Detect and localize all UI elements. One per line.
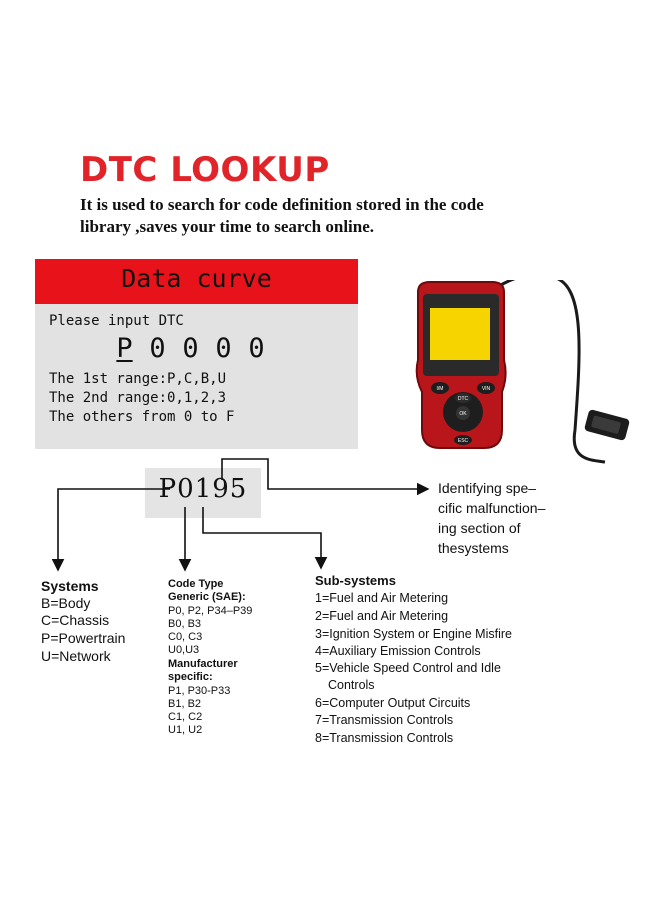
identifying-line: thesystems <box>438 540 509 556</box>
arrow-systems <box>51 488 170 572</box>
dtc-code: P0195 <box>158 474 248 504</box>
subsystems-item: 3=Ignition System or Engine Misfire <box>315 627 512 641</box>
svg-text:ESC: ESC <box>458 438 469 444</box>
dtc-char-cursor: P <box>116 333 133 364</box>
arrow-identifying <box>221 458 430 496</box>
page-title: DTC LOOKUP <box>80 150 330 190</box>
subsystems-title: Sub-systems <box>315 573 396 588</box>
manufacturer-title-line: Manufacturer <box>168 658 238 670</box>
arrow-subsystems <box>202 507 328 570</box>
dtc-prompt: Please input DTC <box>49 313 184 329</box>
identifying-line: cific malfunction– <box>438 500 546 516</box>
manufacturer-title: Manufacturer specific: <box>168 658 238 684</box>
systems-title: Systems <box>41 578 99 594</box>
screen-header-label: Data curve <box>121 264 272 293</box>
identifying-line: Identifying spe– <box>438 480 537 496</box>
code-type-item: C0, C3 <box>168 631 203 643</box>
obd-plug-icon <box>584 409 630 441</box>
systems-item: B=Body <box>41 595 91 611</box>
identifying-note: Identifying spe– cific malfunction– ing … <box>438 478 545 558</box>
screen-header-bar <box>35 259 358 304</box>
code-type-title: Code Type Generic (SAE): <box>168 578 246 604</box>
range-line-3: The others from 0 to F <box>49 409 235 425</box>
obd-scanner-device: I/M VIN DTC OK ESC <box>415 280 630 464</box>
subsystems-item: 1=Fuel and Air Metering <box>315 591 449 605</box>
manufacturer-item: B1, B2 <box>168 698 202 710</box>
subsystems-item: 2=Fuel and Air Metering <box>315 609 449 623</box>
dtc-char: 0 <box>248 333 265 364</box>
manufacturer-item: C1, C2 <box>168 711 203 723</box>
svg-text:I/M: I/M <box>437 386 444 392</box>
manufacturer-title-line: specific: <box>168 671 213 683</box>
code-type-item: P0, P2, P34–P39 <box>168 605 253 617</box>
range-line-2: The 2nd range:0,1,2,3 <box>49 390 227 406</box>
code-type-title-line: Generic (SAE): <box>168 591 246 603</box>
dtc-char: 0 <box>215 333 232 364</box>
subsystems-item: 6=Computer Output Circuits <box>315 696 471 710</box>
subtitle-line-1: It is used to search for code definition… <box>80 195 484 214</box>
subsystems-item: 4=Auxiliary Emission Controls <box>315 644 481 658</box>
dtc-char: 0 <box>149 333 166 364</box>
subsystems-item: 5=Vehicle Speed Control and Idle <box>315 661 501 675</box>
systems-item: U=Network <box>41 648 111 664</box>
subsystems-item: 8=Transmission Controls <box>315 731 454 745</box>
dtc-char: 0 <box>182 333 199 364</box>
manufacturer-item: U1, U2 <box>168 724 203 736</box>
device-screen <box>430 308 490 360</box>
systems-item: P=Powertrain <box>41 630 126 646</box>
page-subtitle: It is used to search for code definition… <box>80 194 550 238</box>
svg-text:VIN: VIN <box>482 386 491 392</box>
subsystems-item: Controls <box>328 678 375 692</box>
subsystems-item: 7=Transmission Controls <box>315 713 454 727</box>
code-type-title-line: Code Type <box>168 578 224 590</box>
code-type-item: B0, B3 <box>168 618 202 630</box>
systems-item: C=Chassis <box>41 612 110 628</box>
identifying-line: ing section of <box>438 520 521 536</box>
svg-text:OK: OK <box>459 411 467 417</box>
manufacturer-item: P1, P30-P33 <box>168 685 231 697</box>
code-type-item: U0,U3 <box>168 644 200 656</box>
subtitle-line-2: library ,saves your time to search onlin… <box>80 217 375 236</box>
svg-text:DTC: DTC <box>458 396 469 402</box>
range-line-1: The 1st range:P,C,B,U <box>49 371 227 387</box>
